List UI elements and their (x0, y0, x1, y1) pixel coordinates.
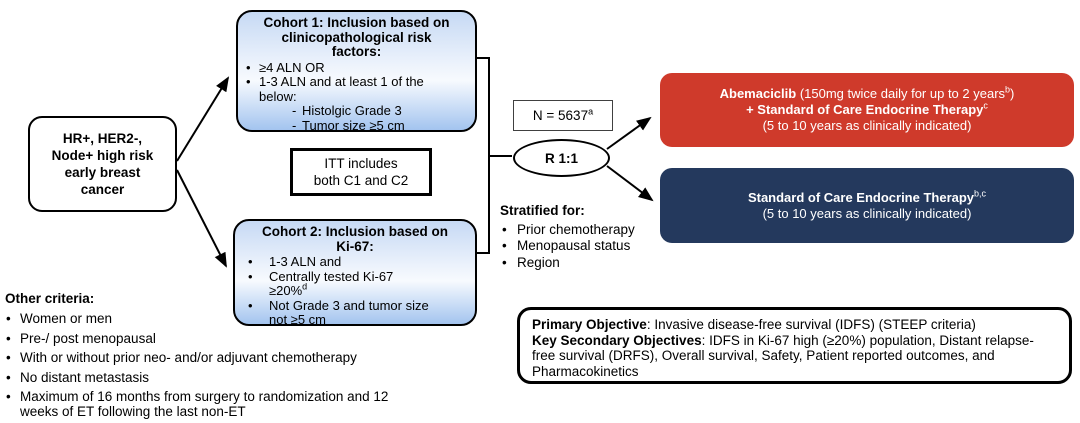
cohort2-bullet-2: Centrally tested Ki-67 ≥20%d (243, 269, 469, 299)
other-criteria-title: Other criteria: (5, 291, 95, 306)
population-box: HR+, HER2-, Node+ high risk early breast… (28, 116, 177, 212)
randomization-label: R 1:1 (544, 150, 578, 166)
itt-box: ITT includes both C1 and C2 (290, 148, 432, 196)
other-criteria-block: Other criteria: Women or men Pre-/ post … (5, 291, 477, 423)
bracket-cohorts-join (477, 57, 490, 254)
stratified-item: Region (502, 255, 668, 272)
cohort1-bullet-1: ≥4 ALN OR (246, 60, 469, 76)
randomization-ellipse: R 1:1 (513, 139, 610, 177)
primary-objective-label: Primary Objective (532, 317, 647, 332)
cohort1-subbullet-1: Histolgic Grade 3 (292, 103, 469, 119)
footnote-bc: b,c (974, 188, 987, 199)
footnote-c: c (983, 100, 988, 111)
stratified-item: Menopausal status (502, 238, 668, 255)
cohort2-box: Cohort 2: Inclusion based on Ki-67: 1-3 … (233, 219, 477, 327)
soc-arm-line2: (5 to 10 years as clinically indicated) (762, 205, 972, 221)
other-criteria-item: Maximum of 16 months from surgery to ran… (6, 389, 477, 419)
primary-objective-text: : Invasive disease-free survival (IDFS) … (646, 317, 976, 332)
cohort1-subbullet-2: Tumor size ≥5 cm (292, 118, 469, 134)
stratified-title: Stratified for: (500, 203, 585, 218)
arrow-population-to-cohort2 (176, 169, 227, 268)
footnote-a: a (588, 106, 594, 117)
arrow-population-to-cohort1 (176, 76, 230, 162)
itt-text: ITT includes both C1 and C2 (313, 156, 409, 188)
other-criteria-item: With or without prior neo- and/or adjuva… (6, 350, 477, 365)
arrow-randomization-to-soc (606, 165, 654, 202)
cohort2-bullet-1: 1-3 ALN and (243, 254, 469, 270)
cohort1-title: Cohort 1: Inclusion based on clinicopath… (263, 15, 450, 59)
other-criteria-item: Pre-/ post menopausal (6, 331, 477, 346)
other-criteria-item: Women or men (6, 311, 477, 326)
secondary-objectives-text: : IDFS in Ki-67 high (≥20%) population, … (532, 332, 1034, 379)
sample-size-text: N = 5637a (532, 106, 594, 123)
footnote-b: b (1005, 84, 1011, 95)
soc-arm-line1: Standard of Care Endocrine Therapyb,c (747, 188, 987, 205)
primary-objective: Primary Objective: Invasive disease-free… (532, 317, 1057, 333)
other-criteria-item: No distant metastasis (6, 370, 477, 385)
soc-arm-box: Standard of Care Endocrine Therapyb,c (5… (660, 168, 1074, 243)
abemaciclib-arm-line1: Abemaciclib (150mg twice daily for up to… (719, 84, 1015, 101)
stratification-block: Stratified for: Prior chemotherapy Menop… (500, 203, 668, 271)
sample-size-box: N = 5637a (513, 100, 613, 131)
cohort1-box: Cohort 1: Inclusion based on clinicopath… (236, 10, 477, 132)
abemaciclib-arm-line3: (5 to 10 years as clinically indicated) (762, 118, 972, 133)
abemaciclib-arm-line2: + Standard of Care Endocrine Therapyc (746, 100, 988, 117)
objectives-box: Primary Objective: Invasive disease-free… (517, 307, 1072, 384)
secondary-objectives-label: Key Secondary Objectives (532, 332, 702, 348)
abemaciclib-arm-box: Abemaciclib (150mg twice daily for up to… (660, 73, 1074, 147)
arrow-randomization-to-abemaciclib (606, 116, 652, 150)
cohort2-title: Cohort 2: Inclusion based on Ki-67: (261, 224, 448, 254)
stratified-item: Prior chemotherapy (502, 222, 668, 239)
population-text: HR+, HER2-, Node+ high risk early breast… (51, 131, 154, 197)
cohort1-bullet-2: 1-3 ALN and at least 1 of the below: (246, 74, 469, 104)
footnote-d: d (302, 281, 308, 292)
secondary-objectives: Key Secondary Objectives: IDFS in Ki-67 … (532, 333, 1057, 380)
